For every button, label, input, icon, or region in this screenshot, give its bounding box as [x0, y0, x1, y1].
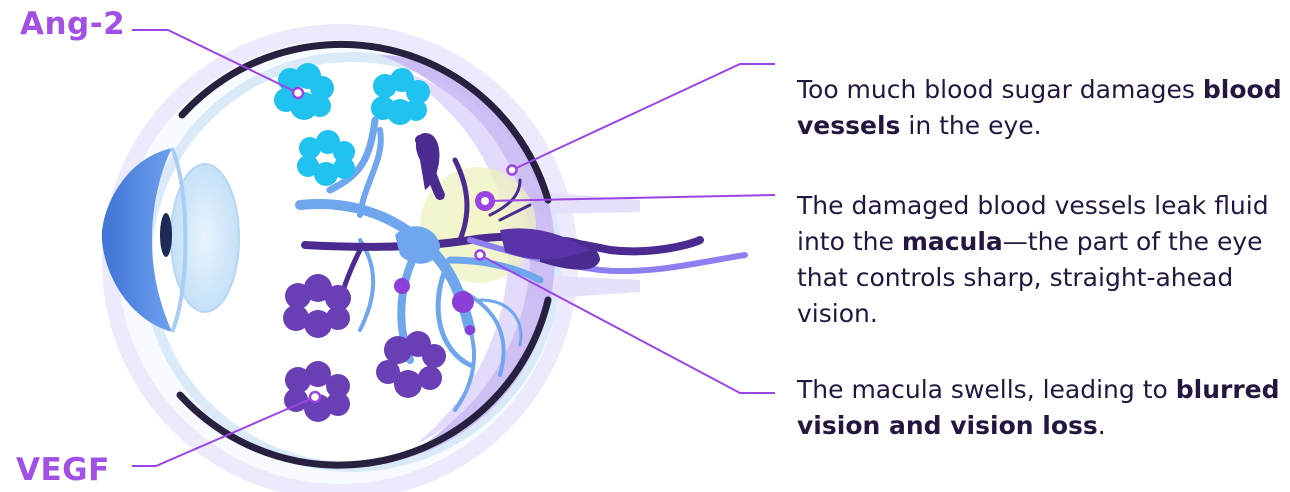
vegf-label: VEGF	[16, 452, 110, 488]
pupil	[160, 213, 172, 257]
ang2-label: Ang-2	[20, 6, 125, 42]
leak-dot	[465, 325, 475, 335]
marker-swelling	[476, 251, 485, 260]
leak-dot	[394, 278, 410, 294]
marker-vessel	[508, 166, 517, 175]
marker-ang2	[293, 88, 303, 98]
caption-text: .	[1098, 411, 1106, 440]
leak-dot	[452, 291, 474, 313]
caption-text: The macula swells, leading to	[797, 375, 1176, 404]
caption-text: Too much blood sugar damages	[797, 75, 1203, 104]
caption-blood-sugar: Too much blood sugar damages blood vesse…	[797, 72, 1287, 144]
marker-macula-center	[481, 197, 489, 205]
caption-vision-loss: The macula swells, leading to blurred vi…	[797, 372, 1287, 444]
caption-emphasis: macula	[902, 227, 1003, 256]
caption-macula-leak: The damaged blood vessels leak fluid int…	[797, 188, 1287, 332]
marker-vegf	[310, 392, 320, 402]
caption-text: in the eye.	[900, 111, 1041, 140]
